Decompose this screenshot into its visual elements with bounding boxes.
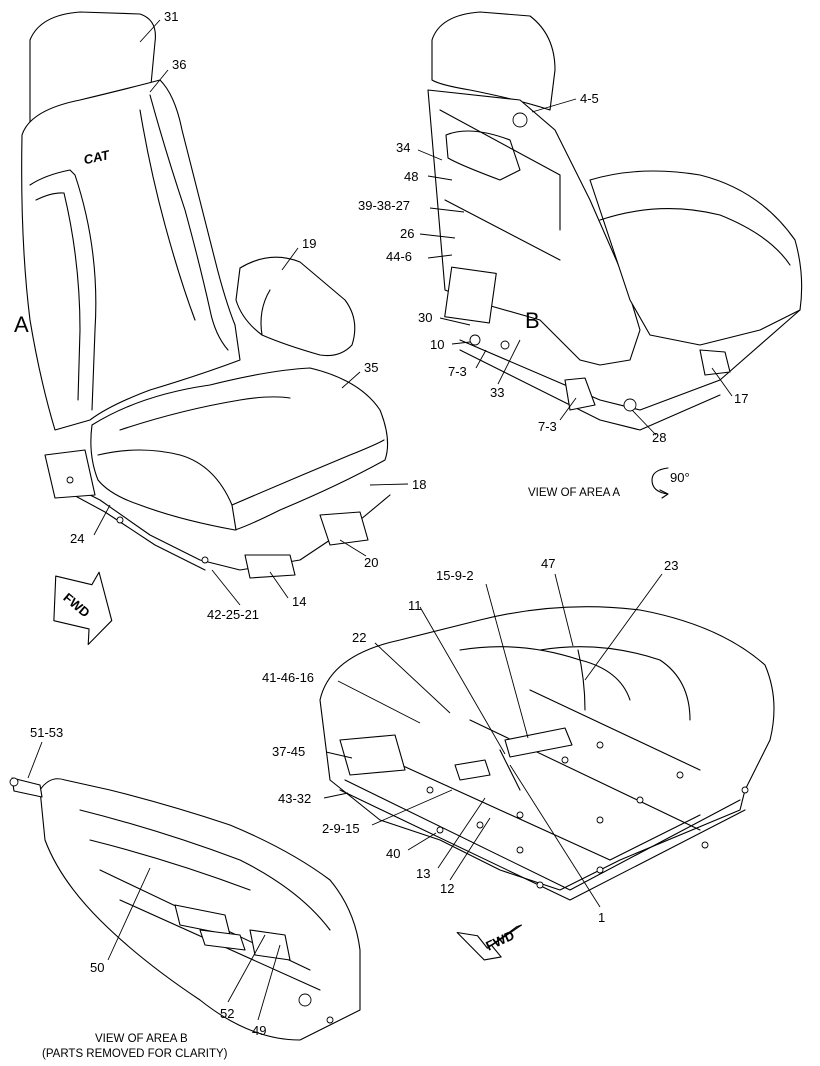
callout-35: 35 — [364, 360, 378, 375]
callout-1: 1 — [598, 910, 605, 925]
callout-48: 48 — [404, 169, 418, 184]
fwd-arrow-bottom: FWD — [456, 924, 523, 961]
callout-13: 13 — [416, 866, 430, 881]
callout-37-45: 37-45 — [272, 744, 305, 759]
callout-7-3-b: 7-3 — [538, 419, 557, 434]
callout-39-38-27: 39-38-27 — [358, 198, 410, 213]
fwd-arrow-top: FWD — [53, 571, 113, 646]
area-b-illustration — [9, 777, 361, 1041]
rotation-label: 90° — [670, 470, 690, 485]
callout-10: 10 — [430, 337, 444, 352]
callout-42-25-21: 42-25-21 — [207, 607, 259, 622]
callout-20: 20 — [364, 555, 378, 570]
callout-47: 47 — [541, 556, 555, 571]
callout-17: 17 — [734, 391, 748, 406]
callout-40: 40 — [386, 846, 400, 861]
callout-2-9-15: 2-9-15 — [322, 821, 360, 836]
callout-15-9-2: 15-9-2 — [436, 568, 474, 583]
callout-36: 36 — [172, 57, 186, 72]
callout-24: 24 — [70, 531, 84, 546]
callout-28: 28 — [652, 430, 666, 445]
callout-44-6: 44-6 — [386, 249, 412, 264]
area-a-label: A — [14, 312, 29, 337]
callout-19: 19 — [302, 236, 316, 251]
callout-11: 11 — [408, 598, 422, 613]
callout-52: 52 — [220, 1006, 234, 1021]
callout-26: 26 — [400, 226, 414, 241]
view-area-a-caption: VIEW OF AREA A — [528, 487, 620, 499]
area-a-illustration — [427, 11, 803, 431]
callout-18: 18 — [412, 477, 426, 492]
rotation-icon — [651, 467, 669, 499]
callout-7-3-a: 7-3 — [448, 364, 467, 379]
main-seat-illustration: CAT — [21, 11, 391, 579]
base-frame-illustration — [319, 606, 775, 901]
callout-43-32: 43-32 — [278, 791, 311, 806]
callout-50: 50 — [90, 960, 104, 975]
area-b-label: B — [525, 308, 540, 333]
callout-12: 12 — [440, 881, 454, 896]
callout-41-46-16: 41-46-16 — [262, 670, 314, 685]
callout-51-53: 51-53 — [30, 725, 63, 740]
view-area-b-caption-line1: VIEW OF AREA B — [95, 1033, 188, 1045]
callout-49: 49 — [252, 1023, 266, 1038]
callout-23: 23 — [664, 558, 678, 573]
callout-labels: 31 36 19 35 18 20 14 42-25-21 24 4-5 34 … — [30, 9, 748, 1038]
leader-lines — [27, 19, 733, 1021]
view-area-b-caption-line2: (PARTS REMOVED FOR CLARITY) — [42, 1048, 228, 1060]
callout-34: 34 — [396, 140, 410, 155]
cat-logo: CAT — [82, 147, 111, 167]
callout-30: 30 — [418, 310, 432, 325]
svg-text:FWD: FWD — [483, 927, 516, 953]
callout-14: 14 — [292, 594, 306, 609]
callout-31: 31 — [164, 9, 178, 24]
callout-22: 22 — [352, 630, 366, 645]
callout-4-5: 4-5 — [580, 91, 599, 106]
callout-33: 33 — [490, 385, 504, 400]
